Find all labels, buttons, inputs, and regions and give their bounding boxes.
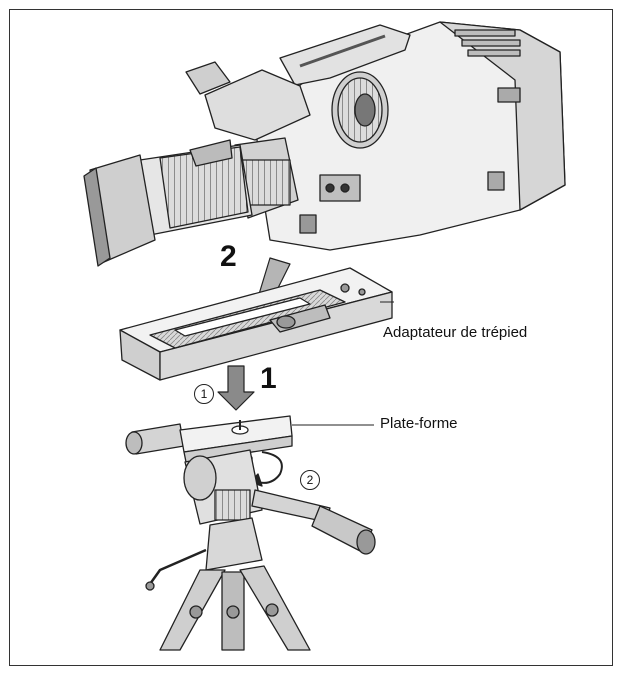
tripod-legs [145, 517, 311, 651]
platform-label: Plate-forme [380, 415, 458, 432]
tripod-adapter [119, 267, 393, 381]
step-1-label: 1 [260, 362, 277, 395]
tripod-head [125, 415, 376, 555]
step-2-label: 2 [220, 240, 237, 273]
substep-2-marker: 2 [300, 470, 320, 490]
camera [83, 21, 566, 267]
adapter-label: Adaptateur de trépied [383, 324, 528, 341]
substep-1-marker: 1 [194, 384, 214, 404]
arrow-1 [217, 365, 255, 411]
